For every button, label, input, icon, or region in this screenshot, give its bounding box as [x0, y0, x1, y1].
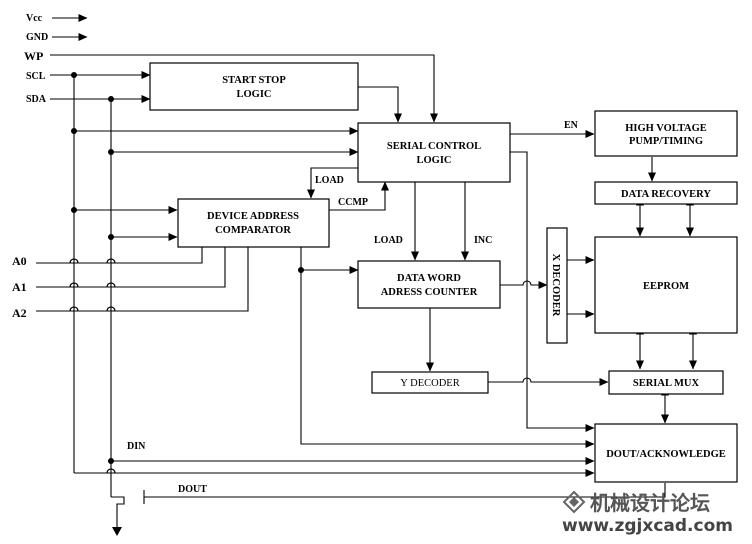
svg-text:DEVICE ADDRESS: DEVICE ADDRESS: [207, 211, 299, 222]
watermark: 机械设计论坛 www.zgjxcad.com: [562, 490, 733, 536]
ground-arrow-icon: [112, 527, 122, 536]
load-to-comparator: [307, 167, 358, 199]
svg-text:LOGIC: LOGIC: [236, 89, 271, 100]
comparator-to-dout: [300, 270, 595, 448]
svg-text:COMPARATOR: COMPARATOR: [215, 225, 291, 236]
load-label: LOAD: [374, 235, 403, 246]
svg-text:Y DECODER: Y DECODER: [400, 378, 459, 389]
x-decoder-block: X DECODER: [546, 227, 568, 344]
svg-text:DATA WORD: DATA WORD: [397, 273, 461, 284]
svg-text:HIGH VOLTAGE: HIGH VOLTAGE: [625, 123, 707, 134]
inc-label: INC: [474, 235, 492, 246]
device-address-comparator-block: DEVICE ADDRESS COMPARATOR: [177, 198, 330, 248]
pin-a0-label: A0: [12, 254, 27, 268]
dout-label: DOUT: [178, 484, 207, 495]
data-recovery-block: DATA RECOVERY: [594, 181, 738, 205]
svg-text:SERIAL CONTROL: SERIAL CONTROL: [387, 141, 481, 152]
serial-control-to-dout: [510, 151, 595, 432]
pin-a1-label: A1: [12, 280, 27, 294]
serial-control-logic-block: SERIAL CONTROL LOGIC: [357, 122, 511, 183]
y-decoder-to-serial-mux: [488, 377, 609, 386]
svg-text:X DECODER: X DECODER: [550, 254, 561, 317]
y-decoder-block: Y DECODER: [371, 371, 489, 394]
svg-text:ADRESS COUNTER: ADRESS COUNTER: [381, 287, 478, 298]
svg-text:PUMP/TIMING: PUMP/TIMING: [629, 136, 703, 147]
data-word-to-x-decoder: [500, 280, 548, 289]
start-stop-to-serial-control: [358, 86, 402, 123]
ccmp-wire: [329, 181, 389, 211]
a0-wire: [36, 247, 203, 264]
a2-wire: [36, 247, 249, 312]
wp-wire: [50, 54, 438, 123]
pin-gnd-label: GND: [26, 32, 48, 43]
svg-text:START STOP: START STOP: [222, 75, 286, 86]
load-top-label: LOAD: [315, 175, 344, 186]
a1-wire: [36, 247, 226, 288]
watermark-logo-icon: [562, 490, 586, 514]
watermark-title: 机械设计论坛: [590, 491, 710, 515]
pin-vcc-label: Vcc: [26, 13, 43, 24]
sda-output-wire: [111, 496, 125, 530]
comparator-to-data-word: [300, 247, 359, 274]
pin-a2-label: A2: [12, 306, 27, 320]
svg-text:LOGIC: LOGIC: [416, 155, 451, 166]
din-label: DIN: [127, 441, 146, 452]
ccmp-label: CCMP: [338, 197, 368, 208]
pin-wp-label: WP: [24, 49, 43, 63]
pin-sda-label: SDA: [26, 94, 47, 105]
start-stop-logic-block: START STOP LOGIC: [149, 62, 359, 111]
dout-acknowledge-block: DOUT/ACKNOWLEDGE: [594, 423, 738, 483]
svg-text:DATA RECOVERY: DATA RECOVERY: [621, 189, 711, 200]
high-voltage-pump-block: HIGH VOLTAGE PUMP/TIMING: [594, 110, 738, 157]
svg-text:SERIAL MUX: SERIAL MUX: [633, 378, 700, 389]
en-label: EN: [564, 120, 579, 131]
svg-text:DOUT/ACKNOWLEDGE: DOUT/ACKNOWLEDGE: [606, 449, 726, 460]
watermark-url: www.zgjxcad.com: [562, 516, 733, 536]
dout-wire: [144, 483, 666, 498]
svg-text:EEPROM: EEPROM: [643, 281, 689, 292]
serial-mux-block: SERIAL MUX: [608, 370, 724, 395]
pin-scl-label: SCL: [26, 71, 46, 82]
data-word-address-counter-block: DATA WORD ADRESS COUNTER: [357, 260, 501, 309]
eeprom-block: EEPROM: [594, 236, 738, 334]
